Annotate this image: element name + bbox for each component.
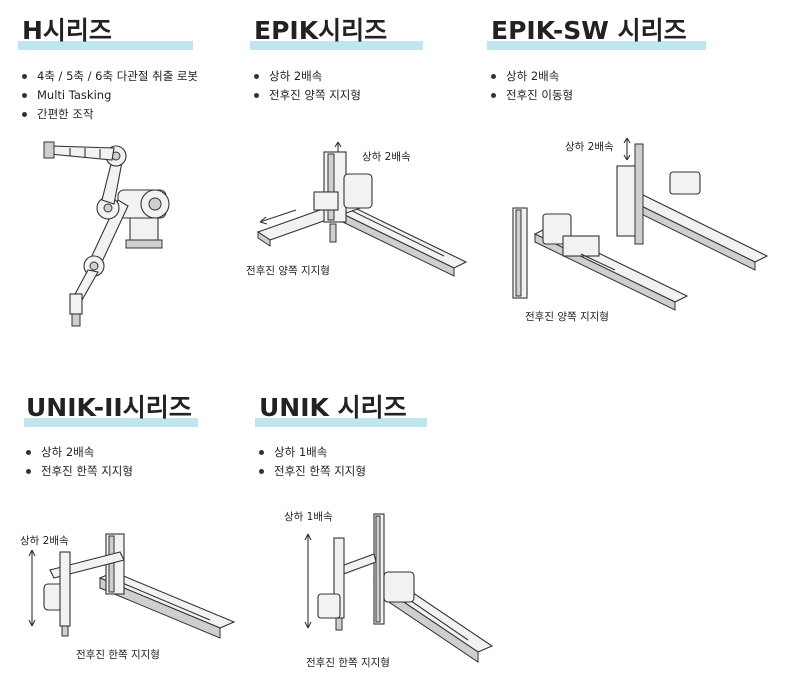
feature-list: 상하 2배속 전후진 한쪽 지지형	[24, 443, 133, 481]
series-title: H시리즈	[22, 16, 112, 45]
feature-list: 상하 1배속 전후진 한쪽 지지형	[257, 443, 366, 481]
feature-item: Multi Tasking	[20, 86, 198, 105]
unik-series-robot-illustration: 상하 1배속 전후진 한쪽 지지형	[284, 510, 494, 669]
title-underline	[250, 41, 423, 50]
feature-item: 상하 2배속	[489, 67, 573, 86]
feature-item: 4축 / 5축 / 6축 다관절 취출 로봇	[20, 67, 198, 86]
feature-item: 상하 2배속	[252, 67, 361, 86]
feature-item: 전후진 한쪽 지지형	[257, 462, 366, 481]
title-underline	[24, 418, 198, 427]
vertical-speed-label: 상하 2배속	[20, 534, 69, 547]
title-underline	[487, 41, 706, 50]
feature-list: 상하 2배속 전후진 양쪽 지지형	[252, 67, 361, 105]
support-type-label: 전후진 한쪽 지지형	[306, 657, 390, 669]
vertical-speed-label: 상하 2배속	[565, 140, 614, 153]
series-title: EPIK-SW 시리즈	[491, 16, 687, 45]
epik-sw-series-robot-illustration: 상하 2배속 전후진 양쪽 지지형	[512, 137, 769, 323]
feature-item: 전후진 양쪽 지지형	[252, 86, 361, 105]
series-title: UNIK 시리즈	[259, 393, 407, 422]
support-type-label: 전후진 한쪽 지지형	[76, 649, 160, 661]
feature-list: 4축 / 5축 / 6축 다관절 취출 로봇 Multi Tasking 간편한…	[20, 67, 198, 124]
feature-list: 상하 2배속 전후진 이동형	[489, 67, 573, 105]
epik-series-robot-illustration: 상하 2배속 전후진 양쪽 지지형	[246, 141, 468, 277]
title-underline	[255, 418, 427, 427]
feature-item: 전후진 이동형	[489, 86, 573, 105]
support-type-label: 전후진 양쪽 지지형	[525, 311, 609, 323]
support-type-label: 전후진 양쪽 지지형	[246, 265, 330, 277]
vertical-speed-label: 상하 2배속	[362, 150, 411, 163]
feature-item: 상하 2배속	[24, 443, 133, 462]
feature-item: 간편한 조작	[20, 105, 198, 124]
unik-ii-series-robot-illustration: 상하 2배속 전후진 한쪽 지지형	[20, 533, 236, 661]
series-title: UNIK-II시리즈	[26, 393, 192, 422]
feature-item: 전후진 한쪽 지지형	[24, 462, 133, 481]
vertical-speed-label: 상하 1배속	[284, 510, 333, 523]
series-title: EPIK시리즈	[254, 16, 388, 45]
title-underline	[18, 41, 193, 50]
feature-item: 상하 1배속	[257, 443, 366, 462]
h-series-robot-illustration	[43, 141, 170, 327]
